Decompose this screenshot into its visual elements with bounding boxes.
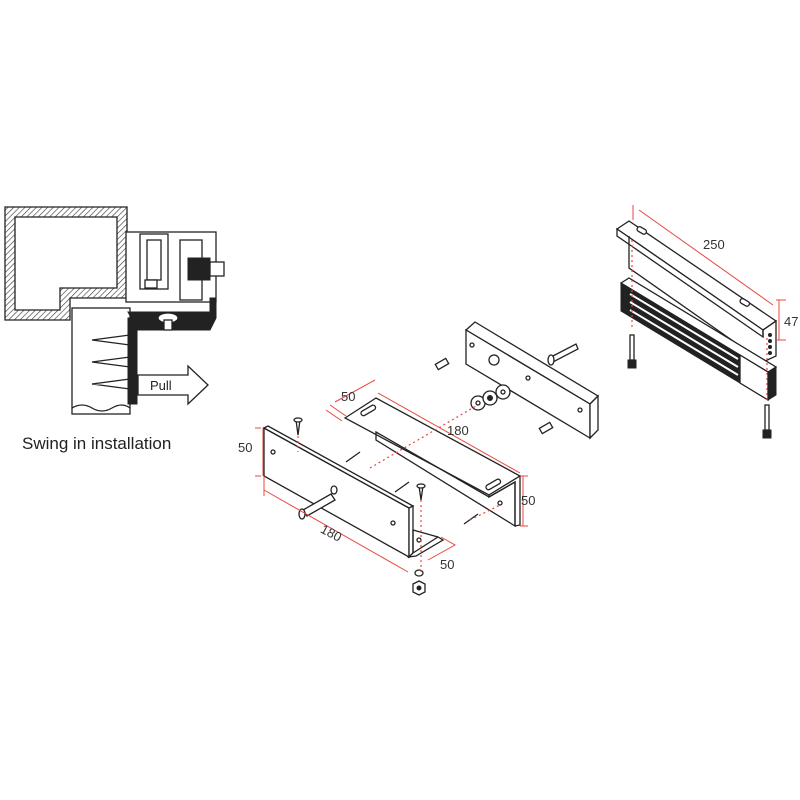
washer-icon (470, 384, 511, 411)
z-bracket-height-label: 50 (521, 493, 535, 508)
l-bracket-width-label: 50 (440, 557, 454, 572)
armature-plate (127, 317, 138, 405)
pin-icon (434, 357, 554, 435)
dimension-lines (255, 205, 786, 573)
z-bracket-width-label: 50 (341, 389, 355, 404)
bolt-icon (627, 334, 772, 439)
lock-length-label: 250 (703, 237, 725, 252)
armature-bar (464, 321, 600, 440)
l-bracket-length-label: 180 (318, 521, 344, 544)
door-frame-section (4, 206, 128, 321)
l-bracket-height-label: 50 (238, 440, 252, 455)
alignment-lines (297, 240, 768, 575)
pull-label: Pull (150, 378, 172, 393)
z-bracket-length-label: 180 (447, 423, 469, 438)
bolt-icon (547, 343, 579, 366)
magnet-lock-body (619, 277, 778, 402)
bolt-icon (298, 485, 338, 520)
lock-height-label: 47 (784, 314, 798, 329)
nut-icon (412, 569, 426, 596)
screw-icon (293, 417, 479, 525)
swing-in-section: Pull Swing in installation (4, 206, 225, 453)
lock-mounting-plate (615, 220, 778, 363)
caption: Swing in installation (22, 434, 171, 453)
dimension-labels: 50 180 50 50 180 50 250 47 (238, 237, 798, 572)
pull-arrow: Pull (137, 364, 209, 406)
